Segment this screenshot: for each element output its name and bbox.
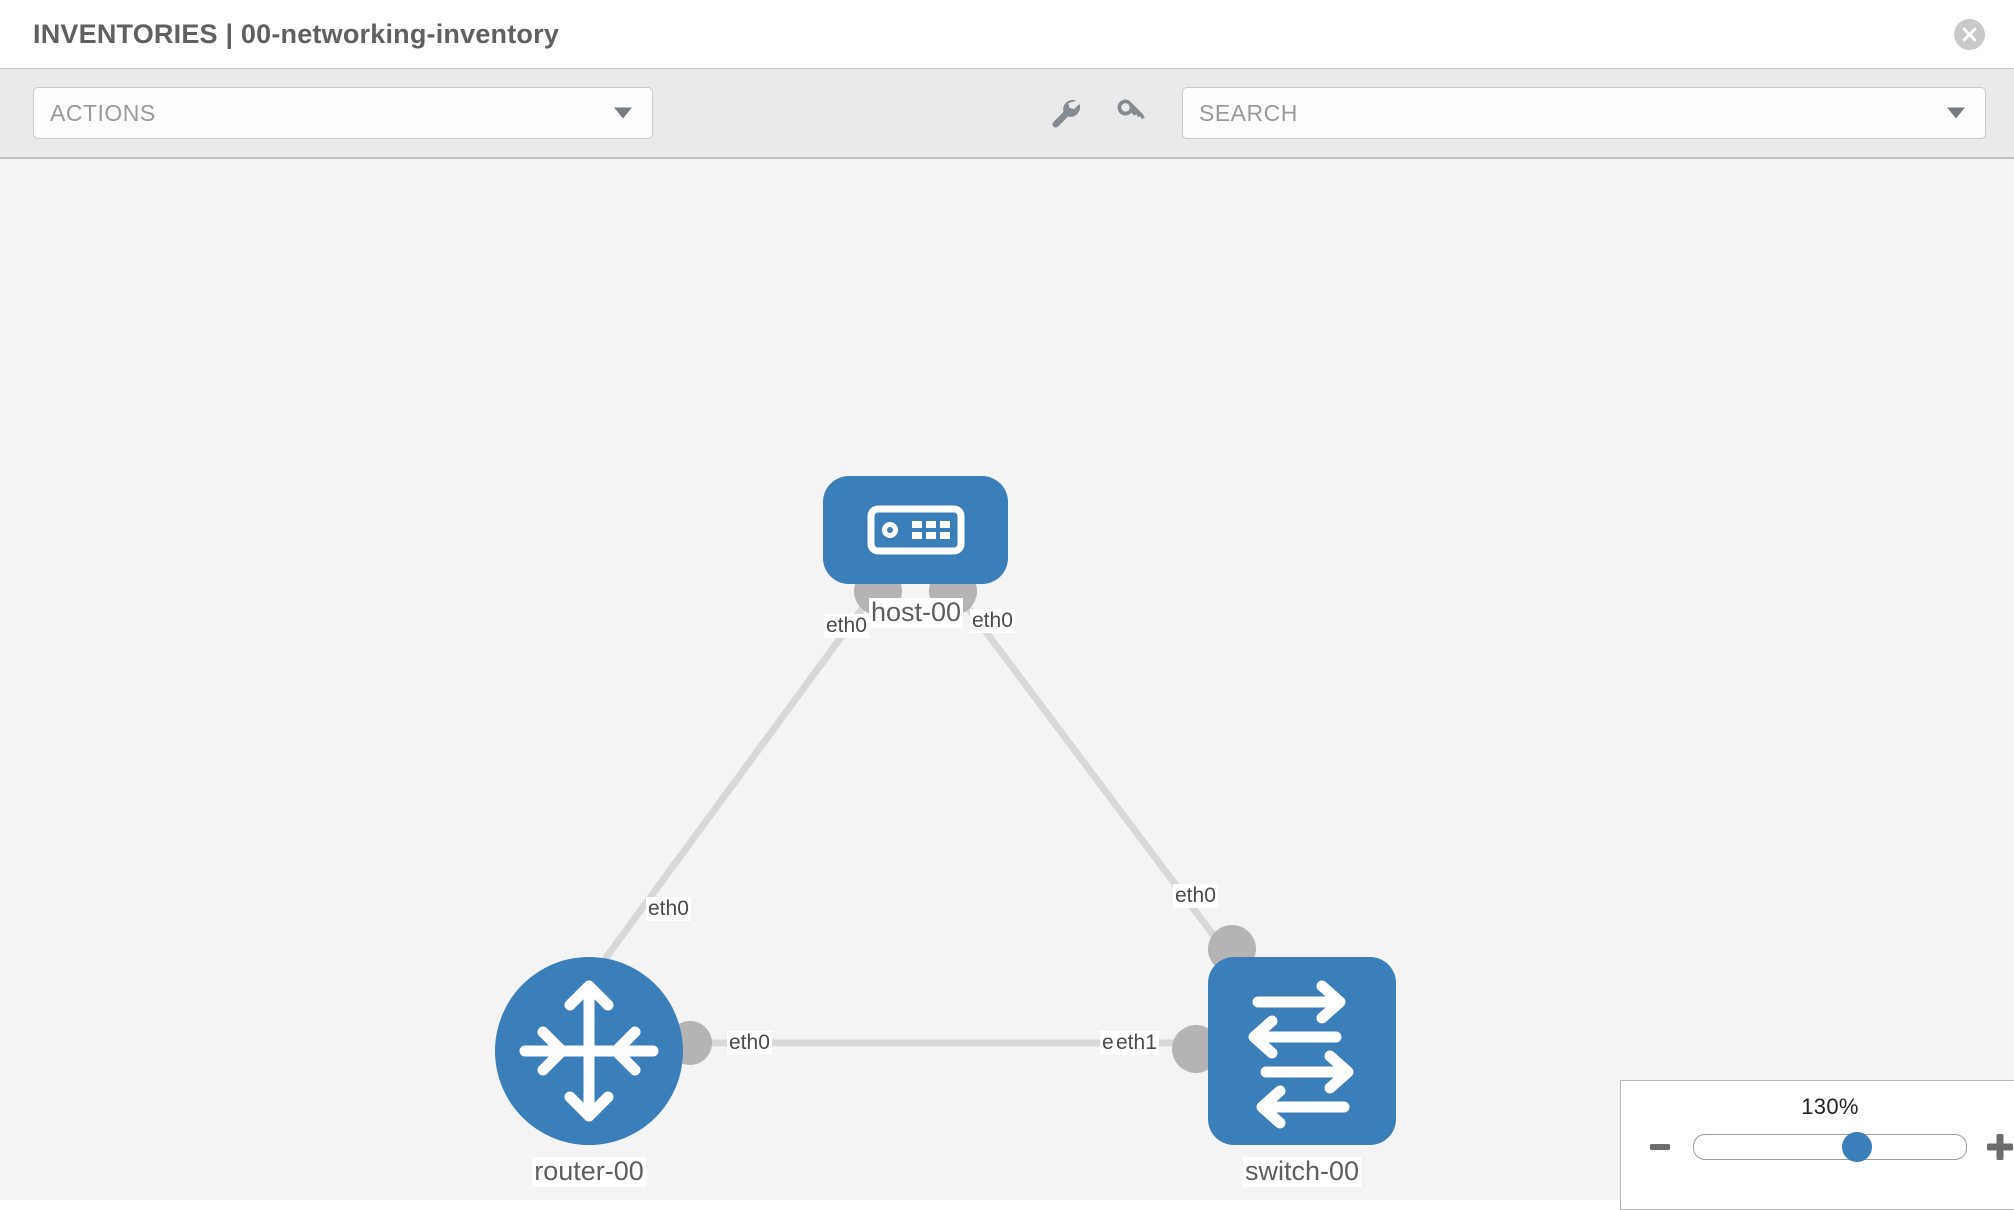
key-icon[interactable] xyxy=(1112,94,1150,132)
node-host-00[interactable] xyxy=(823,476,1008,584)
zoom-control-panel: 130% xyxy=(1620,1080,2014,1210)
edge-label-router00-eth0: eth0 xyxy=(727,1031,772,1056)
router-arrows-icon xyxy=(519,980,659,1122)
actions-dropdown-label: ACTIONS xyxy=(50,99,156,126)
toolbar-icon-group xyxy=(1046,94,1150,132)
switch-arrows-icon xyxy=(1248,980,1354,1129)
node-router-00[interactable] xyxy=(495,957,683,1145)
zoom-out-button[interactable] xyxy=(1643,1130,1677,1164)
minus-icon xyxy=(1650,1144,1670,1150)
actions-dropdown[interactable]: ACTIONS xyxy=(33,87,653,139)
wrench-icon[interactable] xyxy=(1046,94,1084,132)
zoom-level-value: 130% xyxy=(1801,1094,1859,1119)
edge-label-router00-eth0-uplink: eth0 xyxy=(646,897,691,922)
topology-canvas[interactable]: host-00 router-00 switch-00 eth0 eth0 et… xyxy=(0,159,2014,1200)
node-label-router-00: router-00 xyxy=(532,1156,646,1187)
toolbar: ACTIONS SEARCH xyxy=(0,68,2014,159)
interface-nub-group xyxy=(668,567,1256,1073)
zoom-in-button[interactable] xyxy=(1983,1130,2014,1164)
node-host-00-shape[interactable] xyxy=(823,476,1008,584)
edge-label-host00-eth0-left: eth0 xyxy=(824,614,869,639)
chevron-down-icon[interactable] xyxy=(1947,107,1965,119)
close-icon xyxy=(1962,27,1977,42)
chevron-down-icon xyxy=(614,107,632,119)
plus-icon xyxy=(1987,1134,2013,1160)
edge-label-switch00-eth0-uplink: eth0 xyxy=(1173,884,1218,909)
edge-label-host00-eth0-right: eth0 xyxy=(970,609,1015,634)
page-title: INVENTORIES | 00-networking-inventory xyxy=(33,18,560,49)
search-placeholder: SEARCH xyxy=(1199,99,1298,126)
close-button[interactable] xyxy=(1954,19,1985,50)
node-label-host-00: host-00 xyxy=(868,597,964,628)
page-header: INVENTORIES | 00-networking-inventory xyxy=(0,0,2014,68)
edge-label-switch00-eth1: eth1 xyxy=(1114,1031,1159,1056)
edge-host00-router00[interactable] xyxy=(602,581,883,962)
zoom-slider-row xyxy=(1621,1130,2014,1164)
server-appliance-icon xyxy=(867,505,965,555)
edge-group xyxy=(602,581,1238,1047)
topology-graph xyxy=(495,476,1396,1145)
node-switch-00-shape[interactable] xyxy=(1208,957,1396,1145)
zoom-slider-track[interactable] xyxy=(1693,1132,1967,1162)
search-input[interactable]: SEARCH xyxy=(1182,87,1986,139)
zoom-slider-thumb[interactable] xyxy=(1842,1132,1873,1162)
node-switch-00[interactable] xyxy=(1208,957,1396,1145)
node-label-switch-00: switch-00 xyxy=(1242,1156,1362,1187)
